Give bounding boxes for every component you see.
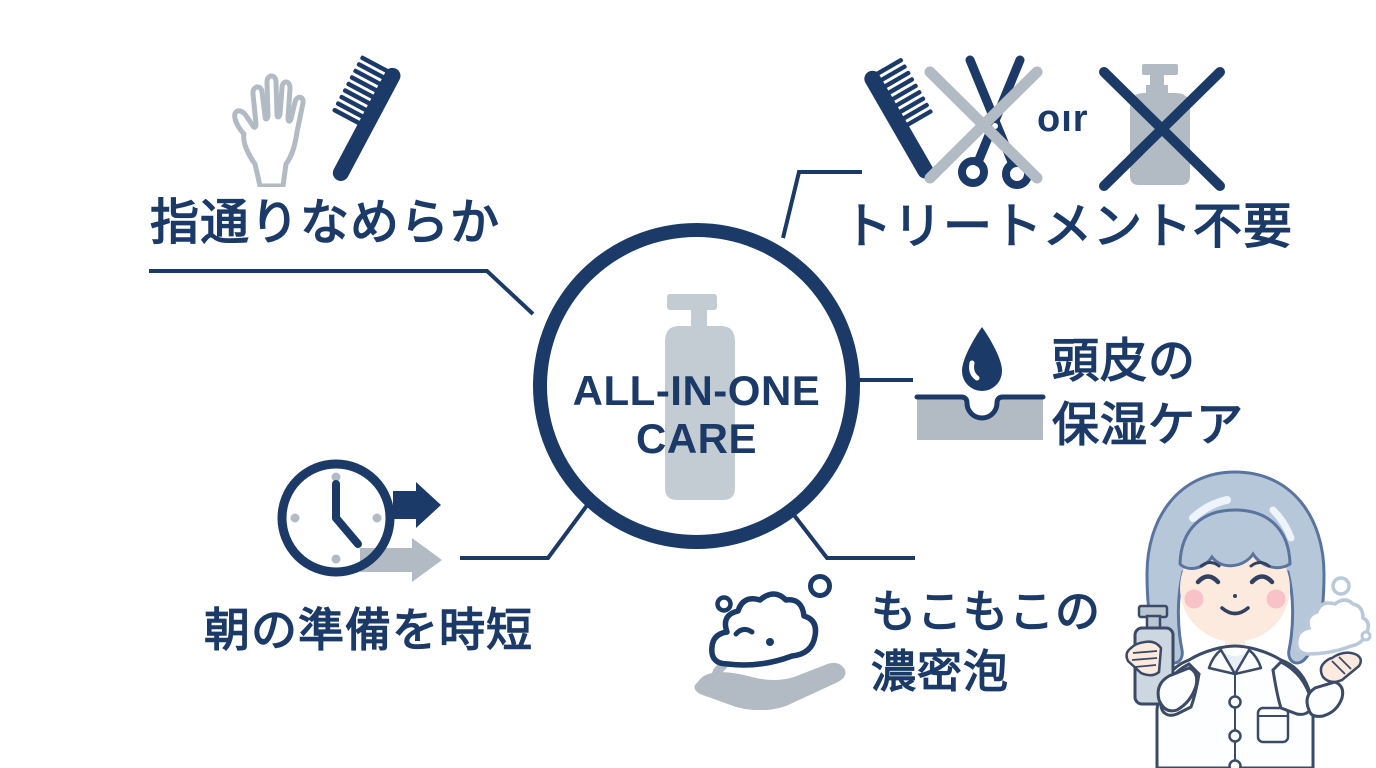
clock-fast-forward-icon: [277, 459, 442, 582]
crossed-bottle-icon: [1099, 64, 1225, 191]
center-title: ALL-IN-ONE CARE: [547, 367, 846, 463]
character-collar: [1207, 648, 1237, 676]
feature-scalp-label: 頭皮の 保湿ケア: [1052, 329, 1244, 457]
center-title-line1: ALL-IN-ONE: [572, 367, 821, 414]
foam-on-hand-icon: [694, 574, 846, 710]
character-smile: [1220, 606, 1250, 616]
character-right-hand: [1319, 651, 1363, 684]
connector-bottom-left: [460, 502, 590, 560]
character-closed-eyes: [1195, 574, 1221, 585]
feature-foam-label: もこもこの 濃密泡: [871, 582, 1101, 702]
character-coat-pocket: [1256, 706, 1290, 744]
character-right-sleeve: [1271, 660, 1313, 716]
connector-top-left: [149, 269, 535, 316]
character-eyebrows: [1199, 561, 1221, 568]
feature-time-label: 朝の準備を時短: [204, 604, 533, 656]
character-bangs: [1178, 508, 1292, 570]
scientist-character-illustration: [1125, 470, 1372, 768]
hand-icon: [232, 73, 306, 187]
character-coat-button: [1228, 695, 1242, 709]
feature-foam-label-line1: もこもこの: [871, 586, 1102, 637]
character-left-cuff: [1156, 666, 1199, 713]
character-blush: [1184, 589, 1204, 609]
water-drop-scalp-icon: [914, 327, 1046, 440]
feature-scalp-label-line2: 保湿ケア: [1052, 398, 1244, 451]
comb-icon: [332, 55, 401, 181]
character-foam: [1294, 598, 1371, 656]
feature-scalp-label-line1: 頭皮の: [1052, 334, 1196, 387]
navy-arrow-icon: [393, 482, 441, 528]
feature-no-treatment-label: トリートメント不要: [843, 200, 1294, 254]
comb-scissors-crossed-icon: [864, 55, 1043, 189]
bubble-icon: [1331, 576, 1351, 596]
connector-bottom-right: [785, 504, 915, 560]
center-title-line2: CARE: [635, 415, 757, 462]
feature-smooth-label: 指通りなめらか: [150, 196, 501, 250]
or-label: oır: [1037, 98, 1089, 140]
pump-bottle-silhouette-icon: [665, 294, 735, 500]
center-circle: ALL-IN-ONE CARE: [533, 223, 860, 549]
feature-foam-label-line2: 濃密泡: [871, 646, 1010, 697]
character-right-cuff: [1305, 680, 1345, 718]
